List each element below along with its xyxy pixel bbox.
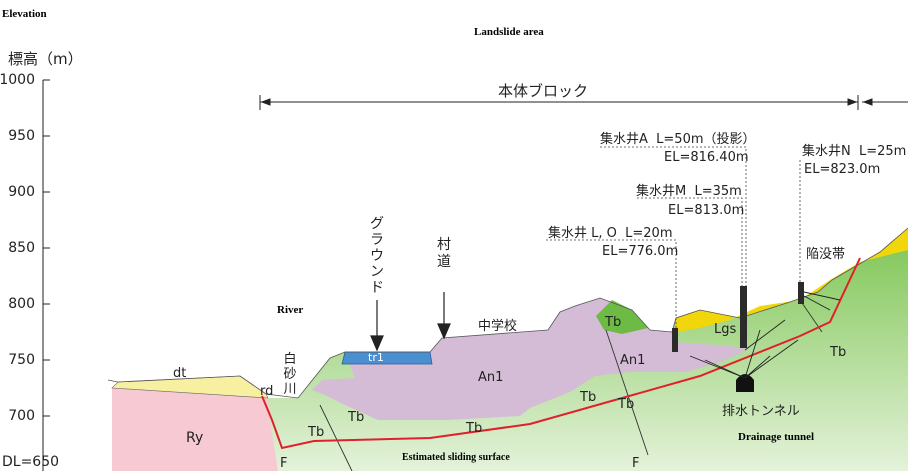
- water-wells: [672, 282, 841, 392]
- unit-lgs: Lgs: [714, 322, 737, 337]
- axis-title: 標高（m）: [8, 50, 83, 68]
- unit-tb-7: Tb: [830, 345, 847, 360]
- subsidence-label: 陥没帯: [806, 247, 846, 262]
- tick-1000: 1000: [0, 72, 35, 88]
- unit-tb-1: Tb: [308, 425, 325, 440]
- block-span-arrow: [259, 95, 908, 110]
- school-label: 中学校: [478, 319, 518, 334]
- ry-layer: [112, 388, 278, 471]
- well-a-el: EL=816.40m: [664, 150, 749, 165]
- well-m-name: 集水井M L=35m: [636, 184, 742, 199]
- sliding-surface-line: [261, 257, 861, 450]
- ground-surface: [107, 227, 909, 399]
- tick-750: 750: [8, 352, 35, 368]
- well-n-name: 集水井N L=25m: [802, 144, 907, 159]
- datum-label: DL=650: [2, 454, 60, 470]
- unit-tb-5: Tb: [618, 397, 635, 412]
- lgs-layer: [676, 228, 908, 332]
- elevation-axis: [42, 79, 50, 471]
- well-lo: [672, 328, 678, 352]
- block-label: 本体ブロック: [498, 82, 589, 100]
- tick-900: 900: [8, 184, 35, 200]
- unit-an1-east: An1: [620, 353, 646, 368]
- well-a: [740, 286, 747, 348]
- unit-tb-3: Tb: [466, 421, 483, 436]
- tick-850: 850: [8, 240, 35, 256]
- sliding-surface-en-label: Estimated sliding surface: [402, 452, 510, 463]
- green-inner-bodies: [596, 300, 648, 334]
- elevation-en-label: Elevation: [2, 8, 47, 20]
- unit-an1: An1: [478, 370, 504, 385]
- geology-layers: [107, 227, 909, 471]
- landslide-area-label: Landslide area: [474, 26, 544, 38]
- well-m-el: EL=813.0m: [668, 203, 745, 218]
- unit-tr1: tr1: [368, 351, 384, 364]
- unit-tb-2: Tb: [348, 410, 365, 425]
- unit-tb-6: Tb: [605, 315, 622, 330]
- well-n-el: EL=823.0m: [804, 162, 881, 177]
- well-leaders: [546, 146, 801, 350]
- unit-tb-4: Tb: [580, 390, 597, 405]
- tunnel-jp-label: 排水トンネル: [722, 404, 800, 419]
- fault-f-1: F: [280, 456, 288, 471]
- well-lo-name: 集水井 L, O L=20m: [548, 226, 673, 241]
- pointer-arrows: [370, 292, 451, 352]
- fault-f-2: F: [632, 456, 640, 471]
- tick-950: 950: [8, 128, 35, 144]
- river-jp-label: 白 砂 川: [283, 352, 297, 397]
- drainage-tunnel-shape: [736, 374, 754, 392]
- unit-ry: Ry: [186, 430, 204, 446]
- tick-700: 700: [8, 408, 35, 424]
- well-a-name: 集水井A L=50m（投影）: [600, 132, 756, 147]
- well-lo-el: EL=776.0m: [602, 244, 679, 259]
- road-label: 村 道: [437, 237, 451, 270]
- river-en-label: River: [277, 304, 304, 316]
- unit-rd: rd: [260, 384, 274, 399]
- drainage-tunnel-en-label: Drainage tunnel: [738, 431, 815, 443]
- tr-layer: [341, 351, 433, 365]
- unit-dt: dt: [173, 366, 187, 381]
- well-n: [798, 282, 804, 304]
- tick-800: 800: [8, 296, 35, 312]
- ground-label: グ ラ ウ ン ド: [370, 216, 384, 296]
